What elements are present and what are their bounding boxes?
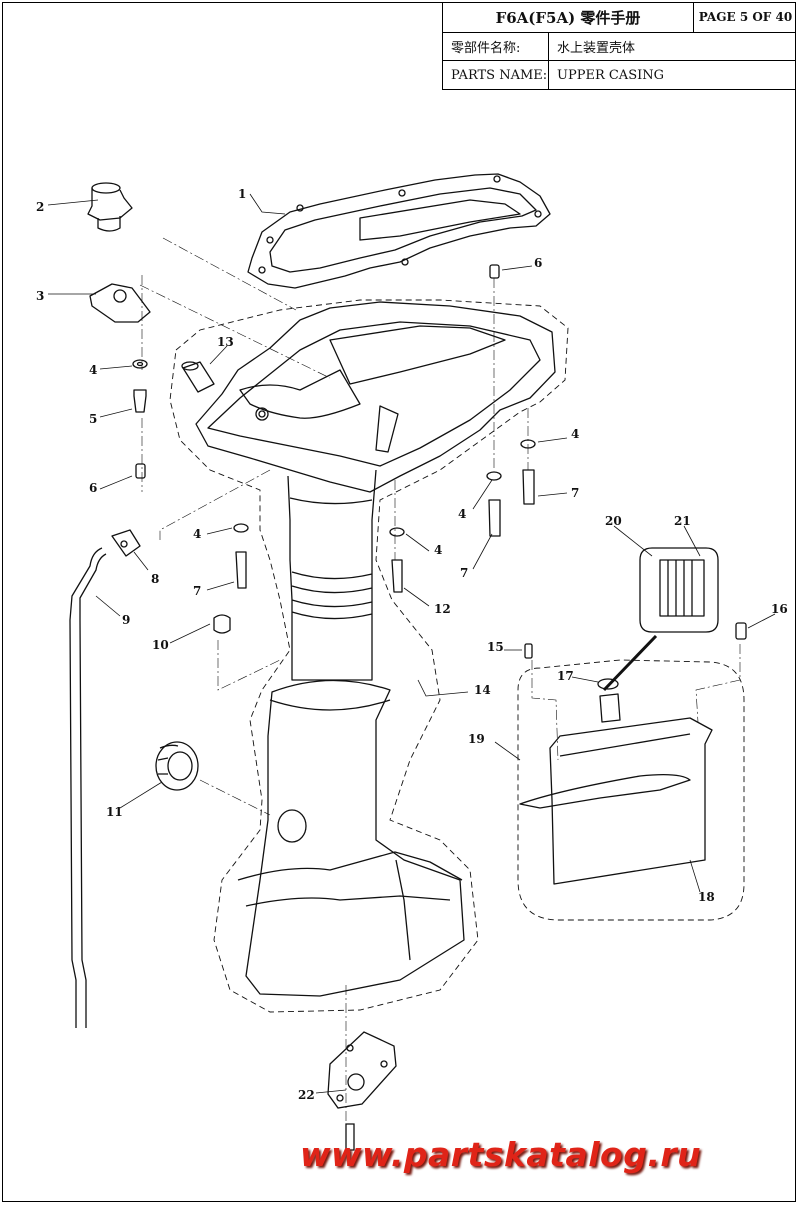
model-title: F6A(F5A) 零件手册: [495, 8, 641, 27]
part-12-bolt: [391, 559, 403, 593]
parts-name-value-cn: 水上装置壳体: [548, 33, 797, 60]
part-7-bolt-a: [235, 551, 247, 589]
callout-12: 12: [434, 602, 451, 616]
part-8-clip: [111, 529, 141, 557]
title-row: F6A(F5A) 零件手册 PAGE 5 OF 40: [443, 2, 796, 33]
name-row-en: PARTS NAME: UPPER CASING: [443, 61, 796, 89]
part-16-collar: [735, 622, 747, 640]
callout-4d: 4: [193, 527, 202, 541]
part-15-collar: [524, 643, 533, 659]
part-20-21-bearing-detail: [639, 547, 719, 633]
part-7-bolt-c: [522, 469, 535, 505]
callout-6a: 6: [89, 481, 98, 495]
name-row-cn: 零部件名称: 水上装置壳体: [443, 33, 796, 61]
callout-7a: 7: [571, 486, 580, 500]
callout-13: 13: [217, 335, 234, 349]
callout-4a: 4: [89, 363, 98, 377]
part-6-collar-b: [489, 264, 500, 279]
title-block: F6A(F5A) 零件手册 PAGE 5 OF 40 零部件名称: 水上装置壳体…: [442, 2, 796, 90]
part-11-grommet: [155, 741, 199, 791]
part-14-upper-casing: [195, 301, 556, 997]
part-9-rod: [69, 547, 103, 1028]
part-5-bolt: [133, 389, 147, 413]
callout-15: 15: [487, 640, 504, 654]
callout-10: 10: [152, 638, 169, 652]
page-number: PAGE 5 OF 40: [693, 2, 797, 32]
callout-5: 5: [89, 412, 98, 426]
parts-name-label-cn: 零部件名称:: [451, 41, 521, 56]
gasket-bolt-holes: [258, 175, 542, 274]
parts-name-value-en: UPPER CASING: [548, 61, 797, 89]
part-10-plug: [213, 614, 231, 634]
callout-11: 11: [106, 805, 123, 819]
callout-20: 20: [605, 514, 622, 528]
part-17-oring: [597, 678, 619, 690]
part-2-grommet: [87, 182, 133, 232]
part-14-outline-group: [169, 299, 569, 1013]
part-3-plate: [89, 283, 151, 323]
part-1-gasket: [247, 173, 551, 289]
callout-21: 21: [674, 514, 691, 528]
watermark-text: www.partskatalog.ru: [300, 1135, 702, 1174]
part-7-bolt-b: [488, 499, 501, 537]
part-19-outline-group: [517, 659, 745, 921]
callout-4c: 4: [458, 507, 467, 521]
callout-14: 14: [474, 683, 491, 697]
part-22-plate: [327, 1031, 397, 1151]
callout-4b: 4: [571, 427, 580, 441]
callout-4e: 4: [434, 543, 443, 557]
callout-9: 9: [122, 613, 131, 627]
callout-6b: 6: [534, 256, 543, 270]
callout-1: 1: [238, 187, 247, 201]
part-13-pin: [182, 361, 215, 393]
callout-19: 19: [468, 732, 485, 746]
callout-17: 17: [557, 669, 574, 683]
part-4-washer-a: [132, 359, 148, 369]
callout-2: 2: [36, 200, 45, 214]
callout-8: 8: [151, 572, 160, 586]
callout-7b: 7: [460, 566, 469, 580]
part-6-collar-a: [135, 463, 146, 479]
part-18-cover: [519, 717, 713, 885]
callout-22: 22: [298, 1088, 315, 1102]
callout-18: 18: [698, 890, 715, 904]
callout-16: 16: [771, 602, 788, 616]
callout-7c: 7: [193, 584, 202, 598]
parts-name-label-en: PARTS NAME:: [451, 67, 548, 83]
callout-3: 3: [36, 289, 45, 303]
